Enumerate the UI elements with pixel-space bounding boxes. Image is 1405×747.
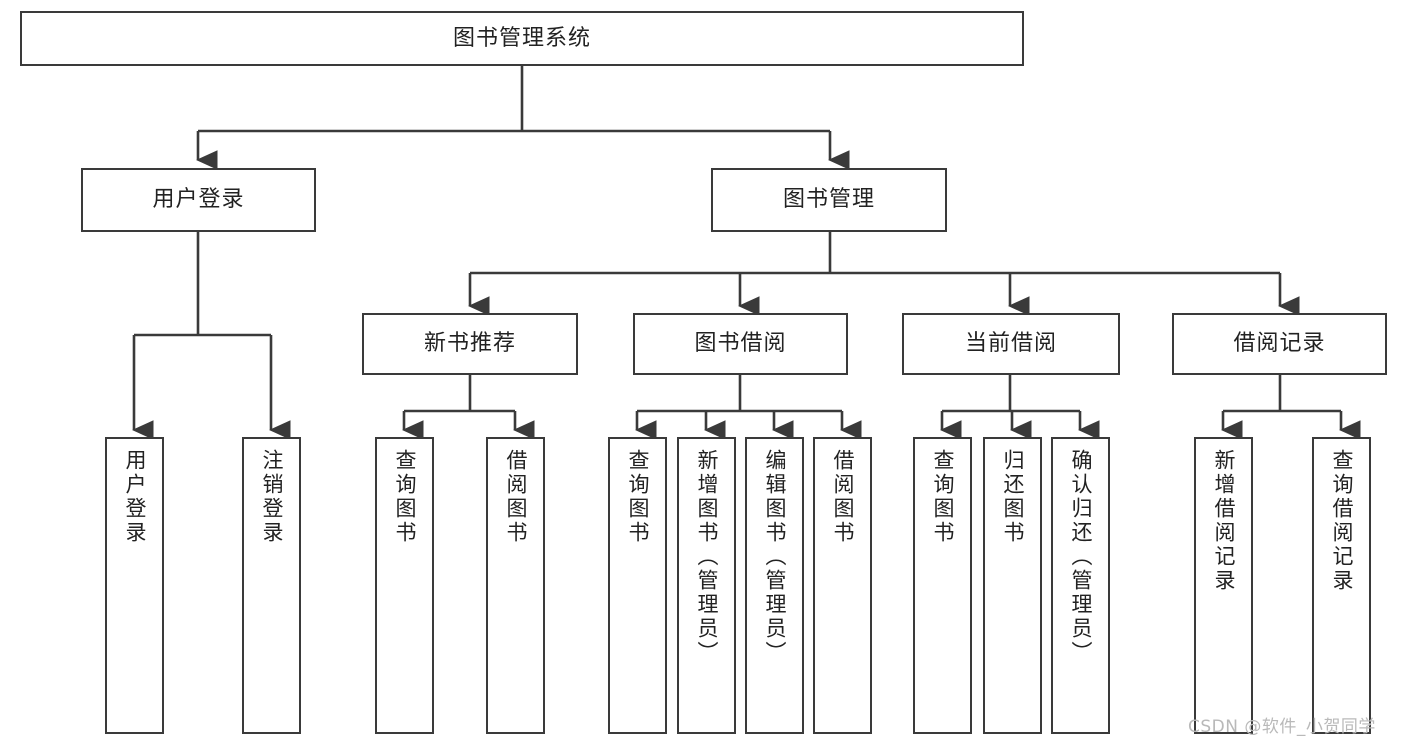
node-label: 用户登录 <box>152 187 245 212</box>
node-label: 查询图书 <box>625 449 650 545</box>
node-label: 查询图书 <box>392 449 417 545</box>
leaf-user-login-login[interactable]: 用户登录 <box>105 437 164 734</box>
leaf-current-confirm-return[interactable]: 确认归还（管理员） <box>1051 437 1110 734</box>
node-current-borrow[interactable]: 当前借阅 <box>902 313 1120 375</box>
leaf-borrow-add-book[interactable]: 新增图书（管理员） <box>677 437 736 734</box>
node-label: 新增借阅记录 <box>1211 449 1236 593</box>
node-user-login[interactable]: 用户登录 <box>81 168 316 232</box>
node-label: 查询图书 <box>930 449 955 545</box>
node-root-system[interactable]: 图书管理系统 <box>20 11 1024 66</box>
node-book-management[interactable]: 图书管理 <box>711 168 947 232</box>
node-label: 图书借阅 <box>694 331 787 356</box>
leaf-borrow-edit-book[interactable]: 编辑图书（管理员） <box>745 437 804 734</box>
node-label: 借阅记录 <box>1233 331 1326 356</box>
node-label: 借阅图书 <box>503 449 528 545</box>
watermark: CSDN @软件_小贺同学 <box>1188 717 1376 737</box>
leaf-record-add-record[interactable]: 新增借阅记录 <box>1194 437 1253 734</box>
node-label: 新增图书（管理员） <box>694 449 719 665</box>
leaf-record-query-record[interactable]: 查询借阅记录 <box>1312 437 1371 734</box>
node-label: 借阅图书 <box>830 449 855 545</box>
leaf-current-query-book[interactable]: 查询图书 <box>913 437 972 734</box>
node-label: 注销登录 <box>259 449 284 545</box>
leaf-borrow-query-book[interactable]: 查询图书 <box>608 437 667 734</box>
node-label: 确认归还（管理员） <box>1068 449 1093 665</box>
node-label: 用户登录 <box>122 449 147 545</box>
node-borrow-record[interactable]: 借阅记录 <box>1172 313 1387 375</box>
leaf-recommend-borrow-book[interactable]: 借阅图书 <box>486 437 545 734</box>
node-label: 新书推荐 <box>423 331 516 356</box>
node-label: 图书管理 <box>782 187 875 212</box>
leaf-current-return-book[interactable]: 归还图书 <box>983 437 1042 734</box>
node-label: 图书管理系统 <box>452 25 591 51</box>
node-new-book-recommend[interactable]: 新书推荐 <box>362 313 578 375</box>
node-label: 编辑图书（管理员） <box>762 449 787 665</box>
node-book-borrow[interactable]: 图书借阅 <box>633 313 848 375</box>
leaf-user-login-logout[interactable]: 注销登录 <box>242 437 301 734</box>
leaf-recommend-query-book[interactable]: 查询图书 <box>375 437 434 734</box>
node-label: 归还图书 <box>1000 449 1025 545</box>
node-label: 查询借阅记录 <box>1329 449 1354 593</box>
node-label: 当前借阅 <box>964 331 1057 356</box>
leaf-borrow-borrow-book[interactable]: 借阅图书 <box>813 437 872 734</box>
